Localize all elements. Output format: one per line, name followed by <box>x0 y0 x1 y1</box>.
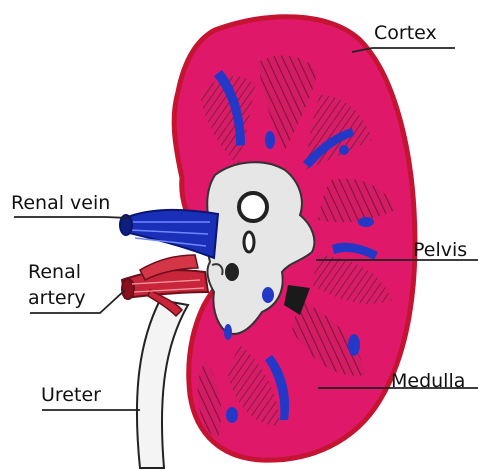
renal-vein-label: Renal vein <box>11 192 110 214</box>
pelvis-label: Pelvis <box>413 239 467 261</box>
cortex-label: Cortex <box>374 22 437 44</box>
renal-artery-label-line1: Renal <box>28 261 81 283</box>
renal-artery-label-line2: artery <box>28 287 86 309</box>
renal-artery <box>122 255 208 316</box>
leader-renal-vein <box>14 217 130 218</box>
ureter-label: Ureter <box>41 384 101 406</box>
renal-vein <box>120 210 218 258</box>
medulla-label: Medulla <box>391 370 465 392</box>
ureter <box>137 300 188 468</box>
